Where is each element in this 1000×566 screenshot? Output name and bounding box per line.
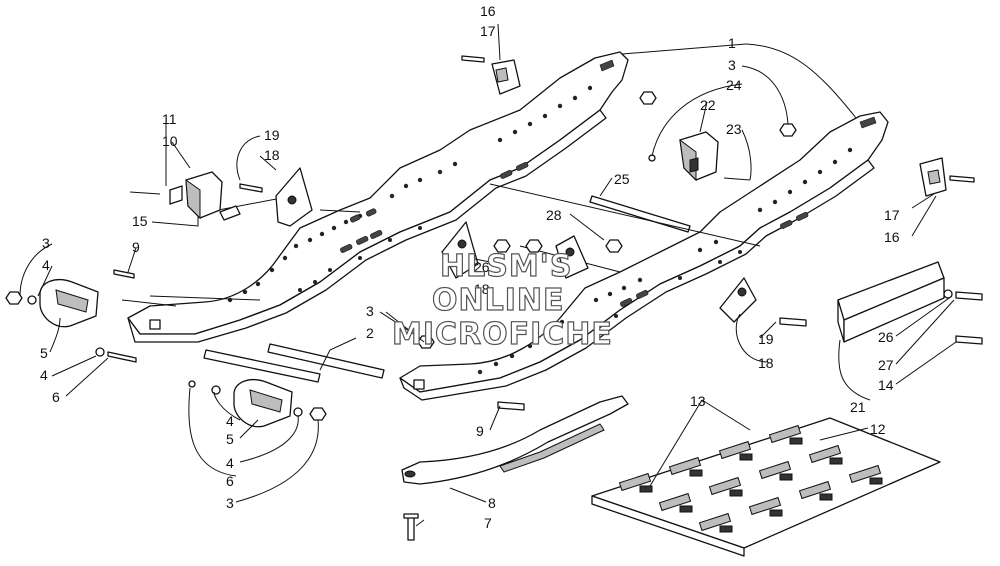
callout-7: 7 [484, 515, 492, 531]
cross-shafts [149, 183, 761, 383]
wear-strip [401, 395, 629, 485]
watermark-line-2: ONLINE [432, 283, 565, 318]
stopper-block-left [39, 279, 99, 328]
callout-4-center-a: 4 [226, 413, 234, 429]
callout-11: 11 [162, 111, 177, 127]
callout-5-left: 5 [40, 345, 48, 361]
callout-18-right: 18 [758, 355, 774, 371]
shock-mount-plate-b [441, 221, 479, 279]
callout-10: 10 [162, 133, 178, 149]
right-slide-rail [399, 111, 889, 401]
callout-9-center: 9 [476, 423, 484, 439]
callout-3-left: 3 [42, 235, 50, 251]
hardware [5, 55, 983, 541]
callout-15: 15 [132, 213, 148, 229]
callout-12: 12 [870, 421, 886, 437]
callout-16-right: 16 [884, 229, 900, 245]
watermark-line-1: HLSM'S [440, 249, 572, 284]
watermark-line-3: MICROFICHE [392, 317, 613, 352]
callout-3-bottom: 3 [226, 495, 234, 511]
callout-21: 21 [850, 399, 866, 415]
callout-19-left: 19 [264, 127, 280, 143]
callout-26-right: 26 [878, 329, 894, 345]
callout-18-center: 18 [474, 281, 490, 297]
callout-28: 28 [546, 207, 562, 223]
callout-1: 1 [728, 35, 736, 51]
callout-5-center: 5 [226, 431, 234, 447]
callout-18-left: 18 [264, 147, 280, 163]
watermark: HLSM'S ONLINE MICROFICHE [391, 248, 613, 352]
rail-bracket-top [491, 59, 521, 95]
callout-14: 14 [878, 377, 894, 393]
callout-4-center-b: 4 [226, 455, 234, 471]
left-slide-rail [127, 51, 629, 343]
callout-24: 24 [726, 77, 742, 93]
leader-lines [19, 23, 957, 527]
hitch-bracket-left [169, 171, 241, 221]
callout-17-top: 17 [480, 23, 496, 39]
callout-23: 23 [726, 121, 742, 137]
callout-9-left: 9 [132, 239, 140, 255]
track-belt [591, 417, 941, 557]
callout-6-left: 6 [52, 389, 60, 405]
callout-4-left: 4 [42, 257, 50, 273]
shock-mount-plate-d [719, 277, 757, 323]
callout-2: 2 [366, 325, 374, 341]
callout-17-right: 17 [884, 207, 900, 223]
callout-25: 25 [614, 171, 630, 187]
callout-26-center: 26 [474, 259, 490, 275]
callouts: 1 3 24 22 23 16 17 11 10 19 18 15 25 28 … [40, 3, 900, 531]
callout-6-center: 6 [226, 473, 234, 489]
callout-19-right: 19 [758, 331, 774, 347]
callout-27: 27 [878, 357, 894, 373]
shock-mount-plate-a [275, 167, 313, 227]
callout-22: 22 [700, 97, 716, 113]
stopper-block-center [233, 379, 293, 428]
rail-bracket-right [919, 157, 947, 197]
callout-3-mid: 3 [366, 303, 374, 319]
callout-3-top: 3 [728, 57, 736, 73]
callout-8: 8 [488, 495, 496, 511]
rear-bumper-bracket [837, 261, 945, 343]
callout-13: 13 [690, 393, 706, 409]
callout-16-top: 16 [480, 3, 496, 19]
hitch-bracket-center [679, 131, 719, 182]
shock-mount-plate-c [555, 235, 589, 279]
callout-4-left-lower: 4 [40, 367, 48, 383]
